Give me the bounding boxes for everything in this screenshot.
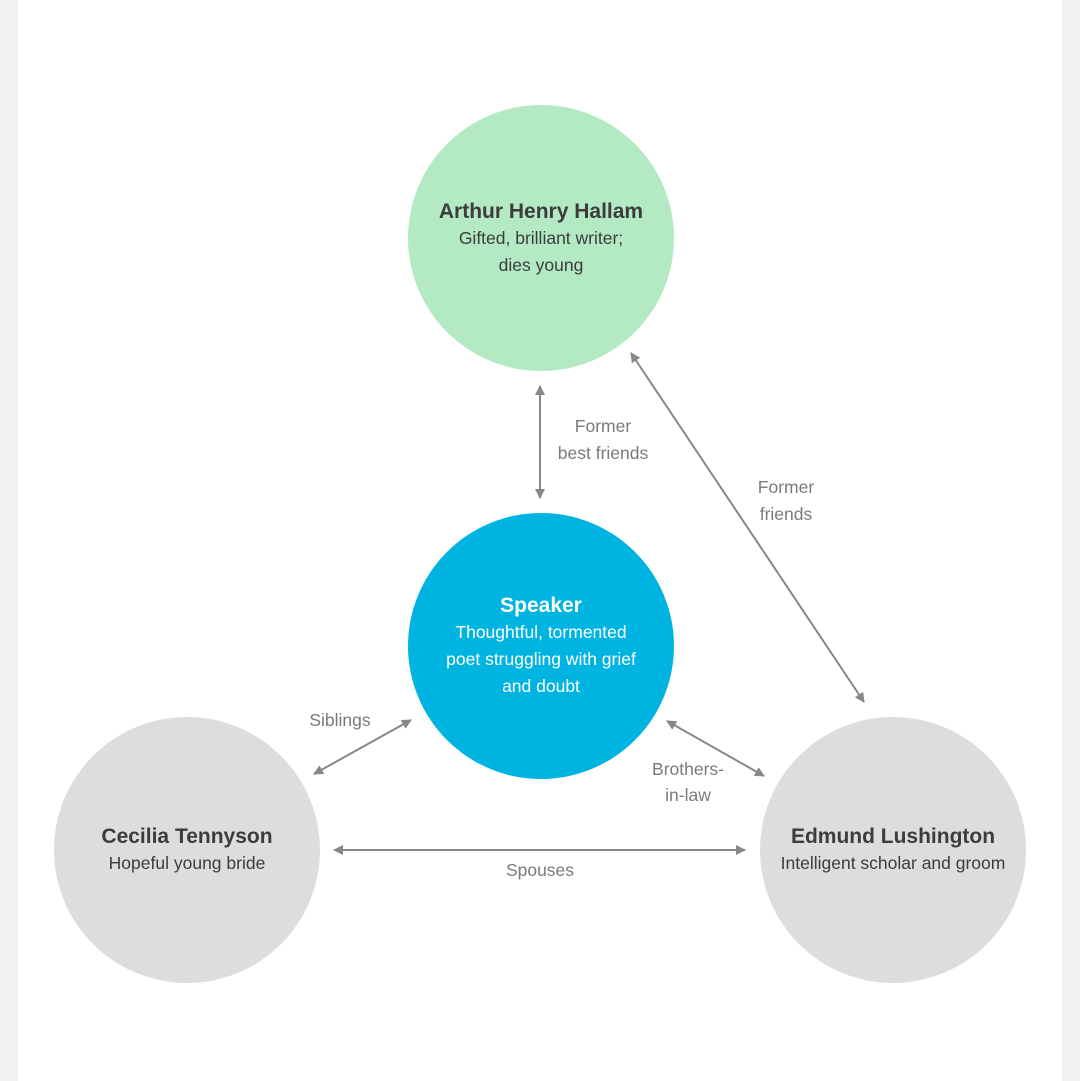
label-siblings: Siblings [309,710,371,730]
node-description: Thoughtful, tormented poet struggling wi… [446,622,636,696]
node-description: Hopeful young bride [108,853,266,873]
label-former-best-friends: Former best friends [557,416,649,463]
node-speaker: Speaker Thoughtful, tormented poet strug… [408,513,674,779]
node-name: Cecilia Tennyson [101,825,273,848]
node-edmund-lushington: Edmund Lushington Intelligent scholar an… [760,717,1026,983]
node-description: Intelligent scholar and groom [780,853,1006,873]
label-spouses: Spouses [505,860,575,880]
arrow-speaker-cecilia [313,719,412,775]
node-description: Gifted, brilliant writer; dies young [458,227,624,275]
node-name: Speaker [500,594,582,617]
node-name: Edmund Lushington [790,825,996,848]
label-former-friends: Former friends [757,477,815,524]
node-arthur-henry-hallam: Arthur Henry Hallam Gifted, brilliant wr… [408,105,674,371]
node-cecilia-tennyson: Cecilia Tennyson Hopeful young bride [54,717,320,983]
label-brothers-in-law: Brothers- in-law [652,759,724,805]
node-name: Arthur Henry Hallam [438,199,644,223]
arrow-speaker-edmund [666,720,765,777]
arrow-hallam-edmund [630,352,865,703]
